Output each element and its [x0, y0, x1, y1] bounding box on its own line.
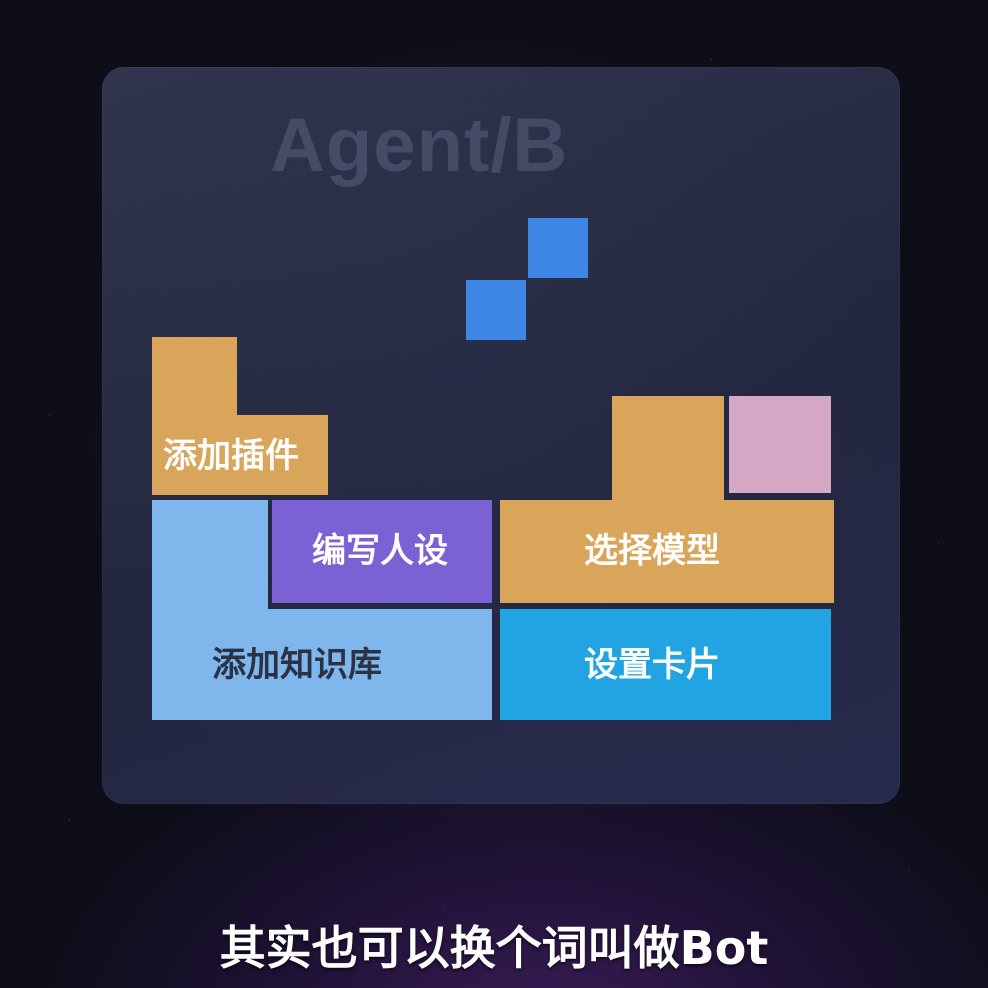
model-label: 选择模型 [584, 531, 720, 571]
blue-square-upper [528, 218, 588, 278]
model-block [500, 500, 834, 603]
persona-label: 编写人设 [312, 531, 448, 571]
panel-title: Agent/B [270, 103, 569, 188]
model-block-top [612, 396, 724, 500]
blue-square-lower [466, 280, 526, 340]
card-block [500, 609, 831, 720]
knowledge-block [152, 609, 492, 720]
persona-block [272, 500, 492, 603]
video-subtitle: 其实也可以换个词叫做Bot [219, 921, 769, 975]
knowledge-label: 添加知识库 [212, 645, 382, 685]
plugin-label: 添加插件 [163, 436, 299, 476]
card-label: 设置卡片 [584, 645, 720, 685]
pink-square [729, 396, 831, 493]
plugin-block-top [152, 337, 237, 417]
plugin-block [152, 415, 328, 495]
